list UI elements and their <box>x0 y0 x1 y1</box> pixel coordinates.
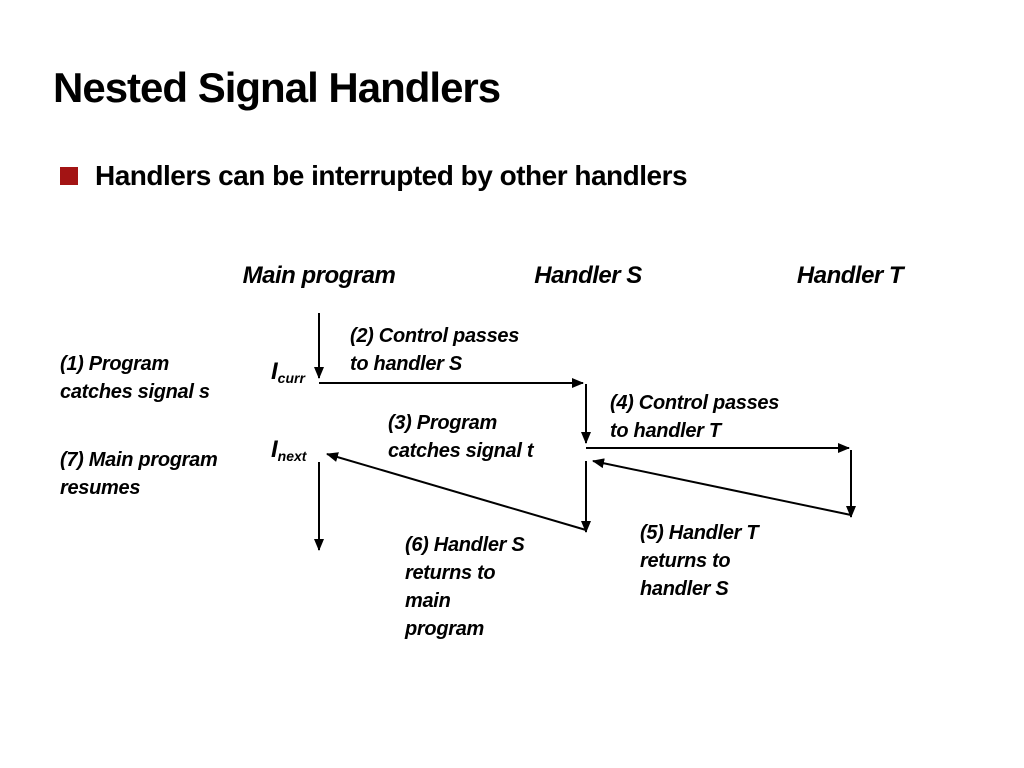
header-main-program: Main program <box>242 262 396 289</box>
arrow-t-returns-to-s <box>592 458 852 516</box>
label-step-4: (4) Control passes to handler T <box>610 392 780 442</box>
label-step-2: (2) Control passes to handler S <box>350 325 520 375</box>
slide-title: Nested Signal Handlers <box>53 64 501 111</box>
icurr-subscript: curr <box>277 370 305 386</box>
label-step-1: (1) Program catches signal s <box>60 353 210 403</box>
icurr-base: I <box>271 358 278 385</box>
bullet-item: Handlers can be interrupted by other han… <box>60 160 688 192</box>
inext-base: I <box>271 436 278 463</box>
inext-marker: Inext <box>271 436 306 464</box>
arrow-s-returns-to-main <box>326 452 587 531</box>
icurr-marker: Icurr <box>271 358 305 386</box>
bullet-text: Handlers can be interrupted by other han… <box>95 160 688 191</box>
inext-subscript: next <box>277 448 307 464</box>
label-step-3: (3) Program catches signal t <box>388 412 534 462</box>
label-step-7: (7) Main program resumes <box>60 449 218 499</box>
header-handler-t: Handler T <box>796 262 904 289</box>
bullet-square-icon <box>60 167 78 185</box>
header-handler-s: Handler S <box>534 262 642 289</box>
label-step-5: (5) Handler T returns to handler S <box>640 522 759 600</box>
label-step-6: (6) Handler S returns to main program <box>405 534 525 640</box>
